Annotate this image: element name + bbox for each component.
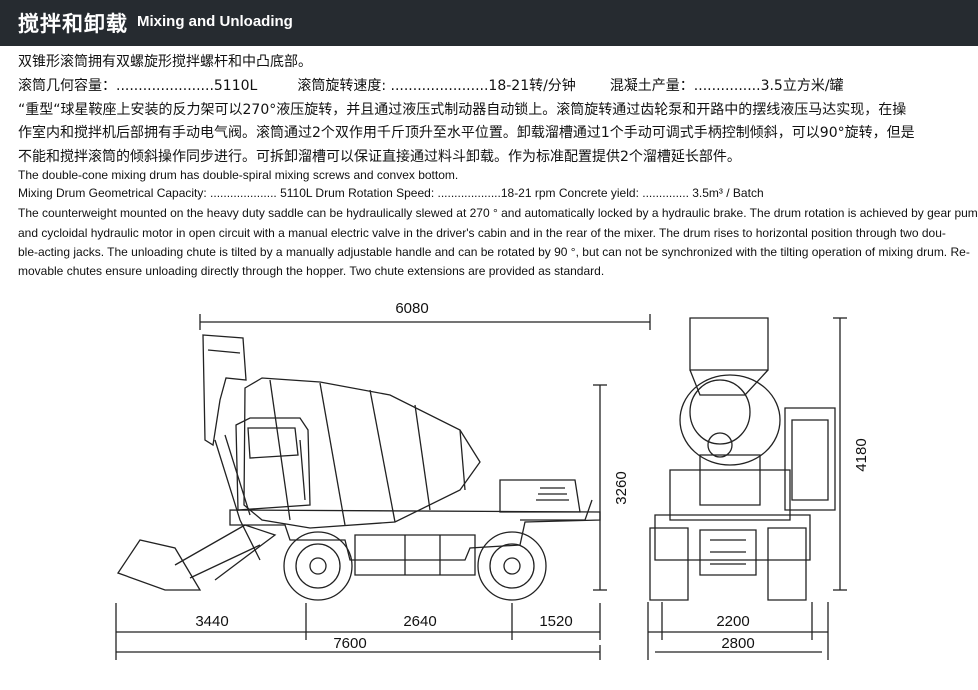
dim-middle-segment: 2640: [403, 613, 436, 630]
front-view-mixer: [649, 317, 836, 601]
dim-overall-width: 2800: [721, 635, 754, 652]
dimension-lines-side: [115, 314, 651, 660]
dim-front-height: 4180: [853, 438, 870, 471]
zh-specs: 滚筒几何容量：......................5110L 滚筒旋转速度…: [18, 75, 844, 95]
title-zh: 搅拌和卸载: [18, 12, 128, 36]
en-paragraph-line-2: and cycloidal hydraulic motor in open ci…: [18, 226, 946, 240]
title-en: Mixing and Unloading: [137, 13, 293, 30]
en-intro: The double-cone mixing drum has double-s…: [18, 168, 459, 182]
dim-rear-segment: 1520: [539, 613, 572, 630]
dim-front-segment: 3440: [195, 613, 228, 630]
zh-paragraph-line-3: 不能和搅拌滚筒的倾斜操作同步进行。可拆卸溜槽可以保证直接通过料斗卸载。作为标准配…: [18, 149, 741, 165]
zh-intro: 双锥形滚筒拥有双螺旋形搅拌螺杆和中凸底部。: [18, 54, 312, 70]
dimension-lines-front: [647, 317, 847, 660]
zh-paragraph-line-1: “重型“球星鞍座上安装的反力架可以270°液压旋转，并且通过液压式制动器自动锁上…: [18, 102, 907, 118]
dim-side-height: 3260: [613, 471, 630, 504]
en-paragraph-line-4: movable chutes ensure unloading directly…: [18, 264, 605, 278]
zh-spec-capacity: 滚筒几何容量：......................5110L: [18, 78, 258, 94]
side-view-mixer: [116, 334, 601, 601]
zh-spec-yield: 混凝土产量：...............3.5立方米/罐: [609, 78, 844, 94]
en-paragraph-line-3: ble-acting jacks. The unloading chute is…: [18, 245, 970, 259]
dim-track-width: 2200: [716, 613, 749, 630]
en-specs: Mixing Drum Geometrical Capacity: ......…: [18, 186, 764, 200]
dim-total-length: 7600: [333, 635, 366, 652]
en-paragraph-line-1: The counterweight mounted on the heavy d…: [18, 206, 978, 220]
zh-spec-speed: 滚筒旋转速度: ......................18-21转/分钟: [297, 78, 576, 94]
zh-paragraph-line-2: 作室内和搅拌机后部拥有手动电气阀。滚筒通过2个双作用千斤顶升至水平位置。卸载溜槽…: [18, 125, 915, 141]
header-bar: 搅拌和卸载 Mixing and Unloading: [0, 0, 978, 46]
dim-top-length: 6080: [395, 300, 428, 317]
